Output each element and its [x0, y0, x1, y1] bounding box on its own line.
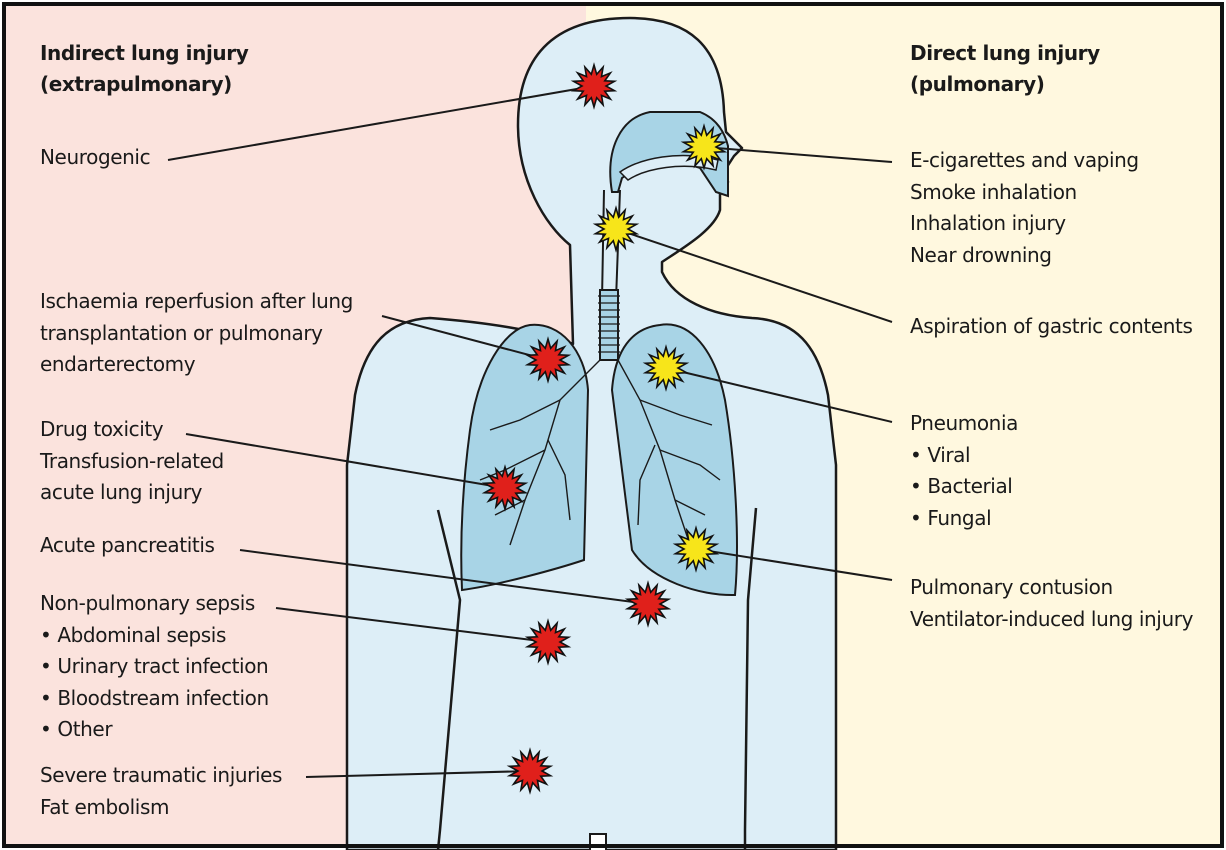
- direct-header-line2: (pulmonary): [910, 69, 1100, 100]
- direct-header: Direct lung injury (pulmonary): [910, 38, 1100, 100]
- label-aspiration: Aspiration of gastric contents: [910, 311, 1192, 343]
- pneumonia-line: • Fungal: [910, 503, 1018, 535]
- inhalation-line: E-cigarettes and vaping: [910, 145, 1139, 177]
- label-contusion: Pulmonary contusion Ventilator-induced l…: [910, 572, 1193, 635]
- label-ischaemia: Ischaemia reperfusion after lung transpl…: [40, 286, 353, 381]
- label-inhalation: E-cigarettes and vaping Smoke inhalation…: [910, 145, 1139, 271]
- contusion-line: Ventilator-induced lung injury: [910, 604, 1193, 636]
- indirect-header-line1: Indirect lung injury: [40, 38, 248, 69]
- drug-line: Drug toxicity: [40, 414, 224, 446]
- pneumonia-line: • Viral: [910, 440, 1018, 472]
- sepsis-line: • Bloodstream infection: [40, 683, 269, 715]
- ischaemia-line: Ischaemia reperfusion after lung: [40, 286, 353, 318]
- pneumonia-line: • Bacterial: [910, 471, 1018, 503]
- indirect-header-line2: (extrapulmonary): [40, 69, 248, 100]
- inhalation-line: Inhalation injury: [910, 208, 1139, 240]
- sepsis-line: Non-pulmonary sepsis: [40, 588, 269, 620]
- contusion-line: Pulmonary contusion: [910, 572, 1193, 604]
- inhalation-line: Smoke inhalation: [910, 177, 1139, 209]
- direct-header-line1: Direct lung injury: [910, 38, 1100, 69]
- trachea: [600, 290, 618, 360]
- label-drug-toxicity: Drug toxicity Transfusion-related acute …: [40, 414, 224, 509]
- sepsis-line: • Other: [40, 714, 269, 746]
- label-sepsis: Non-pulmonary sepsis • Abdominal sepsis …: [40, 588, 269, 746]
- trauma-line: Severe traumatic injuries: [40, 760, 282, 792]
- ischaemia-line: endarterectomy: [40, 349, 353, 381]
- label-trauma: Severe traumatic injuries Fat embolism: [40, 760, 282, 823]
- sepsis-line: • Urinary tract infection: [40, 651, 269, 683]
- indirect-header: Indirect lung injury (extrapulmonary): [40, 38, 248, 100]
- label-neurogenic: Neurogenic: [40, 142, 150, 174]
- pneumonia-line: Pneumonia: [910, 408, 1018, 440]
- inhalation-line: Near drowning: [910, 240, 1139, 272]
- drug-line: acute lung injury: [40, 477, 224, 509]
- ischaemia-line: transplantation or pulmonary: [40, 318, 353, 350]
- label-pneumonia: Pneumonia • Viral • Bacterial • Fungal: [910, 408, 1018, 534]
- label-pancreatitis: Acute pancreatitis: [40, 530, 215, 562]
- trauma-line: Fat embolism: [40, 792, 282, 824]
- drug-line: Transfusion-related: [40, 446, 224, 478]
- sepsis-line: • Abdominal sepsis: [40, 620, 269, 652]
